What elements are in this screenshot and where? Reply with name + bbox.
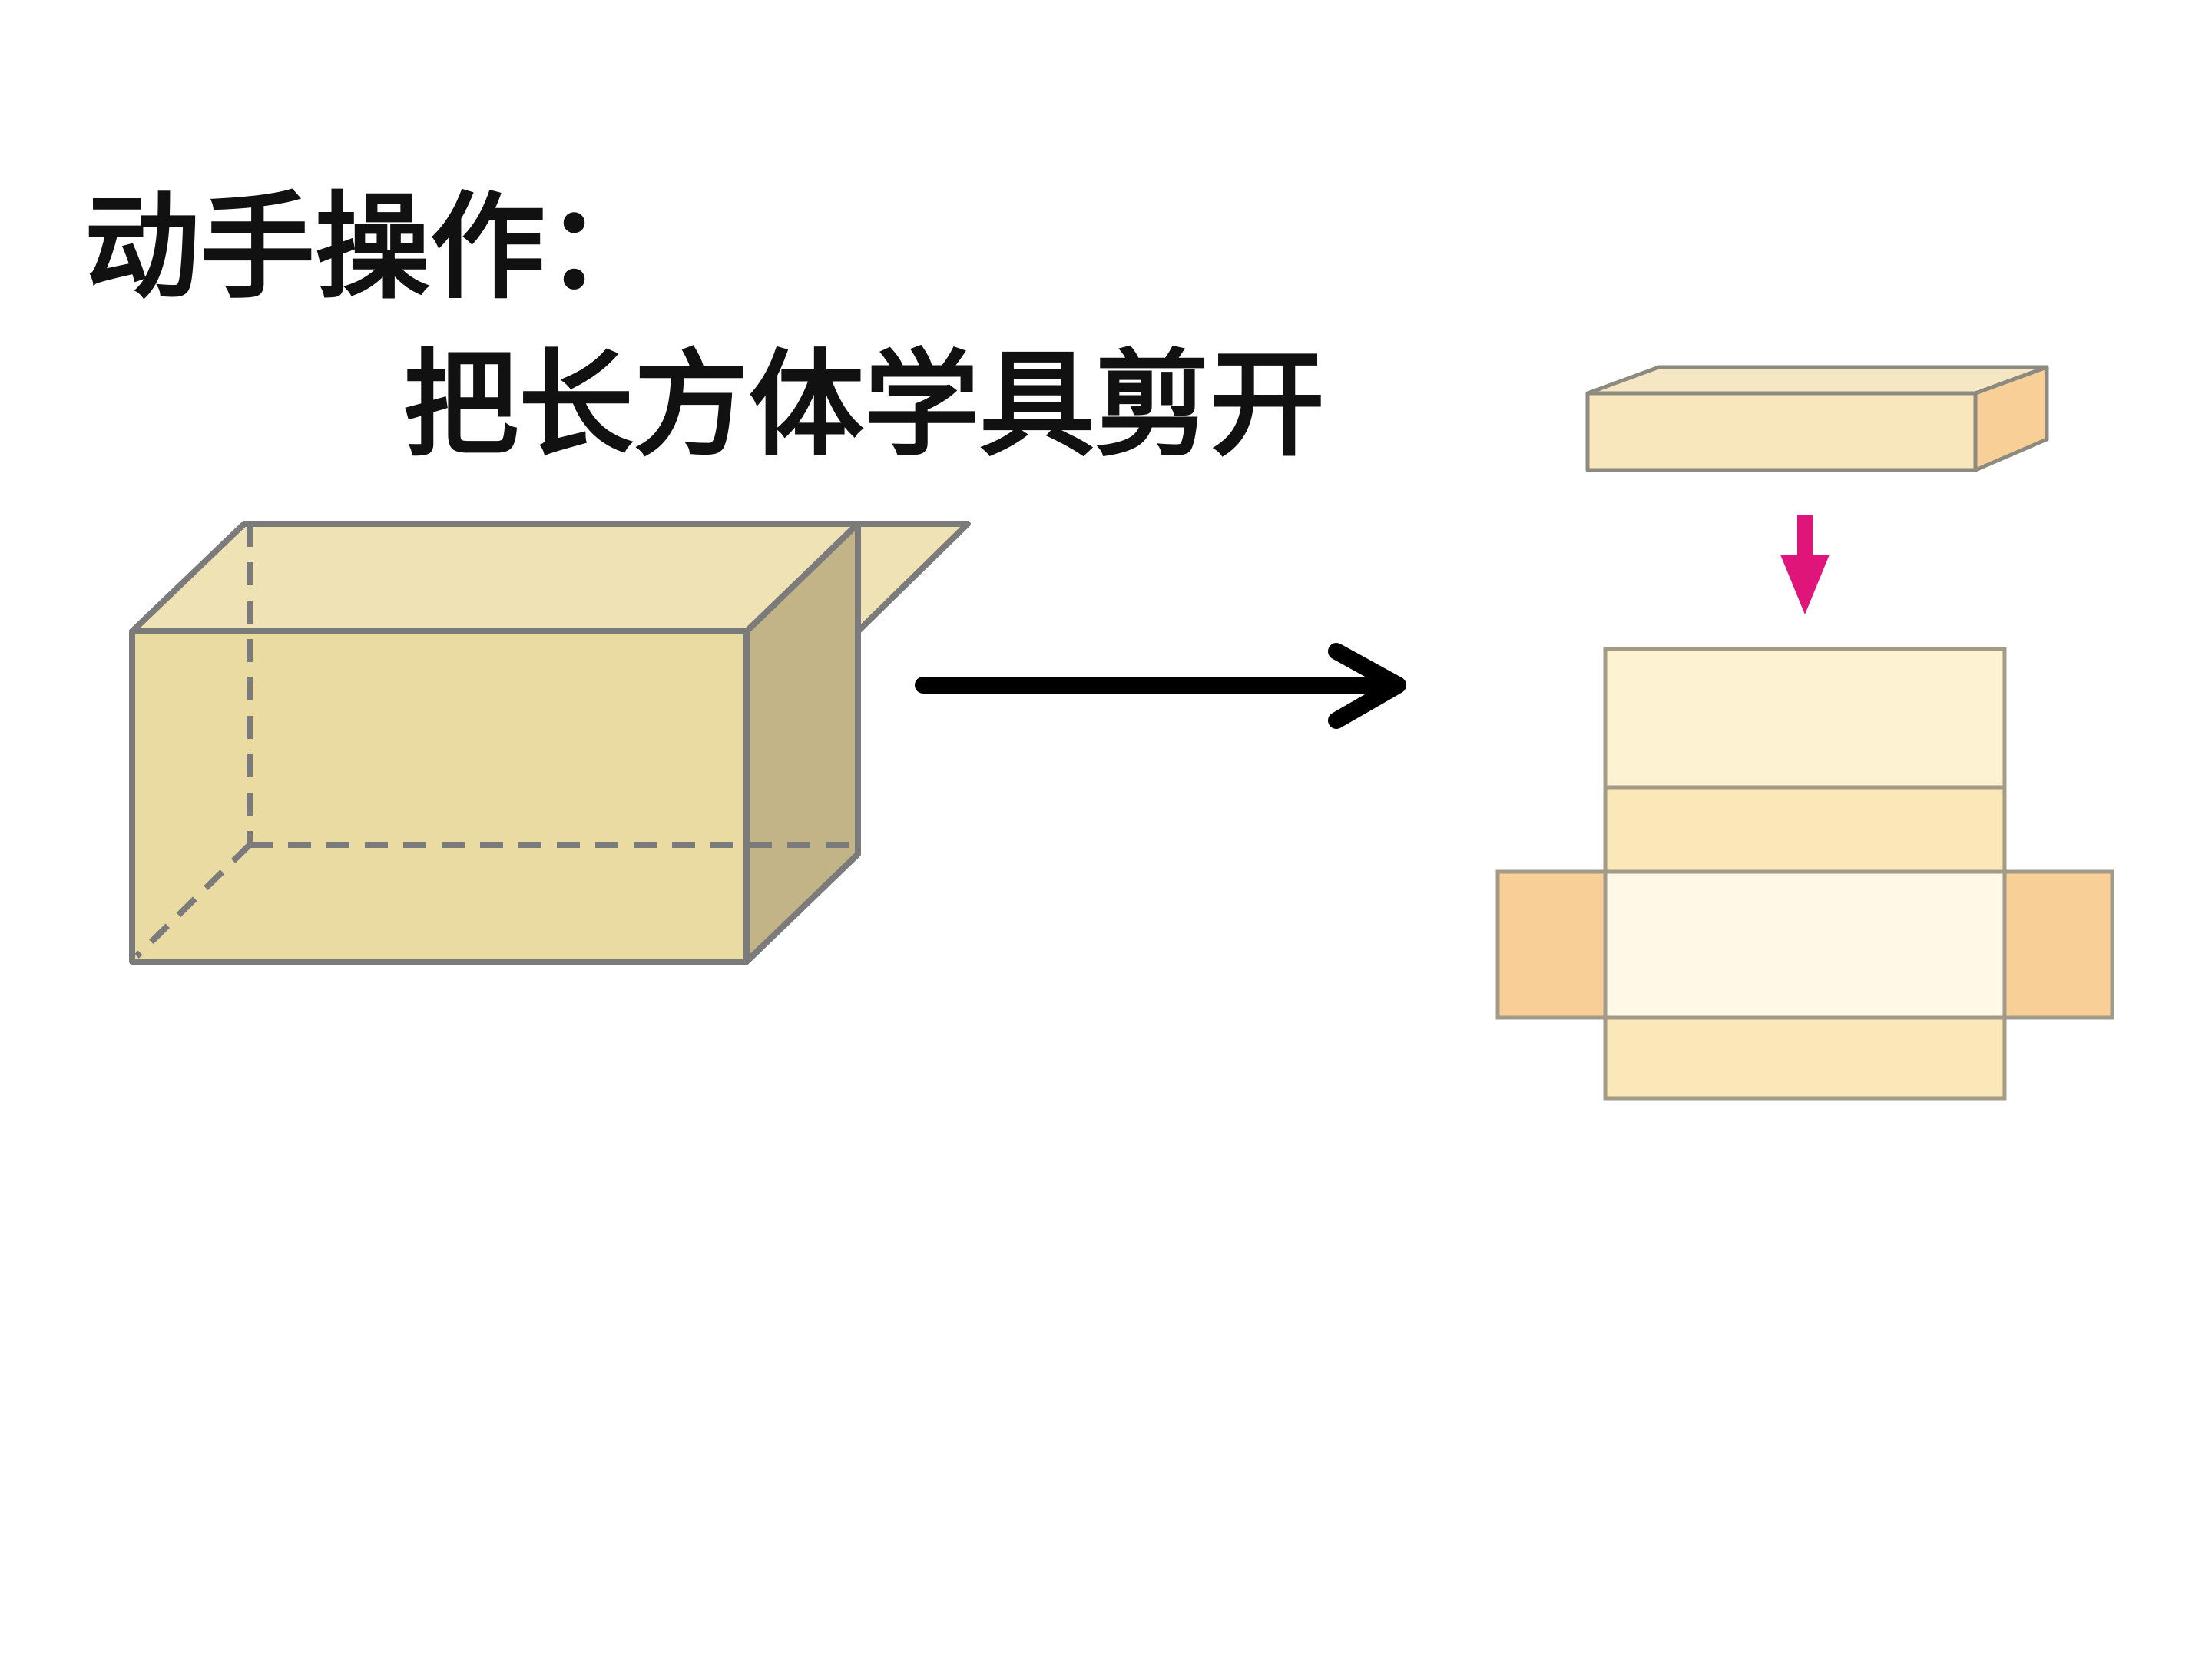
right-arrow-icon — [915, 643, 1406, 729]
cuboid-front-face — [129, 628, 750, 965]
cuboid-net — [1495, 647, 2114, 1101]
net-face-top — [1603, 647, 2007, 790]
net-face-upper-middle — [1603, 785, 2007, 874]
instruction-text: 把长方体学具剪开 — [403, 337, 1326, 472]
flat-box-top-face — [1585, 365, 2049, 396]
flat-box — [1585, 365, 2049, 472]
flat-box-front-face — [1585, 391, 1978, 472]
cuboid — [129, 521, 971, 965]
cuboid-hidden-edge-diagonal — [134, 843, 252, 959]
net-face-center — [1603, 869, 2007, 1020]
net-face-right — [2002, 869, 2114, 1020]
net-face-left — [1495, 869, 1608, 1020]
heading: 动手操作： — [84, 180, 661, 315]
down-arrow-icon — [1780, 515, 1830, 614]
net-face-bottom — [1603, 1015, 2007, 1101]
cuboid-side-face-overlay — [743, 521, 861, 965]
